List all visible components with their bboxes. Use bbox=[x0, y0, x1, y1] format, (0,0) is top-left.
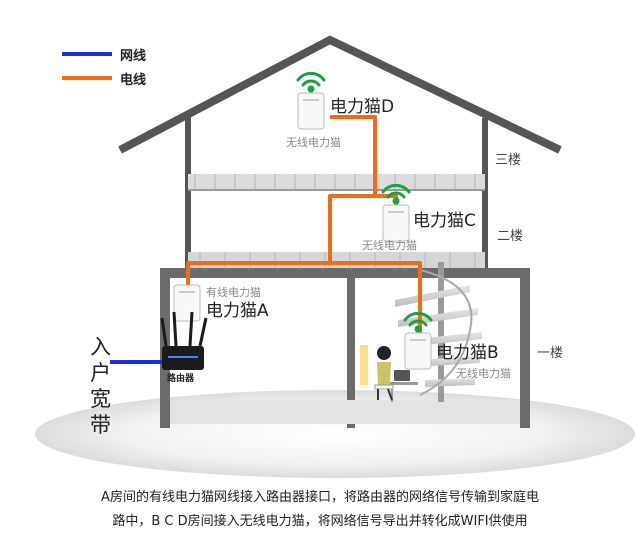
floor-label-third: 三楼 bbox=[495, 153, 521, 168]
wifi-icon-b bbox=[403, 311, 433, 333]
caption-line-1: A房间的有线电力猫网线接入路由器接口，将路由器的网络信号传输到家庭电 bbox=[101, 490, 539, 505]
adapter-a bbox=[173, 284, 201, 322]
wifi-icon-d bbox=[296, 71, 326, 93]
adapter-c bbox=[382, 204, 410, 242]
first-floor-ceiling bbox=[160, 268, 530, 278]
caption-line-2: 路中，B C D房间接入无线电力猫，将网络信号导出并转化成WIFI供使用 bbox=[112, 514, 528, 529]
third-floor-slab bbox=[188, 174, 485, 190]
adapter-b-name: 电力猫B bbox=[436, 343, 499, 363]
adapter-b bbox=[404, 332, 432, 370]
wifi-icon-c bbox=[381, 183, 411, 205]
legend-network-swatch bbox=[62, 52, 112, 56]
adapter-a-subtitle: 有线电力猫 bbox=[206, 285, 261, 299]
entry-label-char-4: 带 bbox=[90, 413, 111, 437]
legend-network-label: 网线 bbox=[120, 49, 147, 64]
legend-power-label: 电线 bbox=[120, 73, 147, 88]
third-floor-railing bbox=[194, 174, 476, 190]
entry-label-char-2: 户 bbox=[90, 361, 111, 385]
adapter-c-subtitle: 无线电力猫 bbox=[362, 238, 417, 252]
legend-power-swatch bbox=[62, 76, 112, 80]
router-label: 路由器 bbox=[167, 372, 195, 384]
adapter-c-name: 电力猫C bbox=[413, 211, 476, 231]
adapter-d bbox=[297, 92, 325, 130]
adapter-b-subtitle: 无线电力猫 bbox=[456, 366, 511, 380]
entry-label-char-3: 宽 bbox=[90, 387, 111, 411]
ground-right-wall bbox=[520, 268, 530, 428]
roof bbox=[118, 35, 562, 154]
person-laptop-illustration bbox=[360, 345, 418, 402]
entry-label-char-1: 入 bbox=[90, 335, 111, 359]
adapter-d-subtitle: 无线电力猫 bbox=[286, 135, 341, 149]
floor-label-second: 二楼 bbox=[497, 229, 523, 244]
router-icon bbox=[160, 311, 208, 370]
ground-floor bbox=[170, 400, 520, 424]
adapter-a-name: 电力猫A bbox=[206, 301, 269, 321]
adapter-d-name: 电力猫D bbox=[330, 97, 394, 117]
ground-middle-wall bbox=[347, 268, 355, 428]
floor-label-first: 一楼 bbox=[537, 346, 563, 361]
